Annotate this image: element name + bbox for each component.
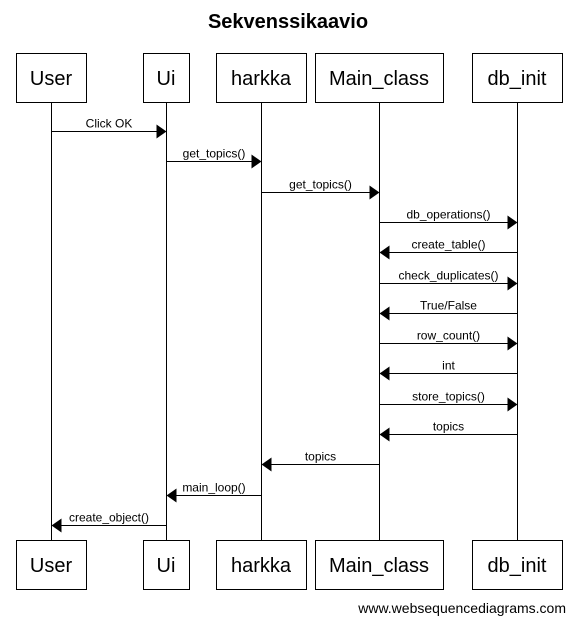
participant-box — [315, 53, 444, 103]
participant-box — [216, 540, 307, 590]
participant-label: Ui — [157, 68, 176, 90]
participant-label: Ui — [157, 555, 176, 577]
participant-main_class-top: Main_class — [315, 53, 444, 103]
message-arrowhead — [369, 185, 380, 200]
message-label: topics — [433, 420, 464, 434]
message-label: True/False — [420, 299, 477, 313]
message-label: row_count() — [417, 329, 480, 343]
diagram-title: Sekvenssikaavio — [208, 11, 368, 33]
participant-box — [16, 53, 87, 103]
message: row_count() — [379, 329, 518, 351]
message-label: create_table() — [411, 238, 485, 252]
message: int — [379, 359, 518, 381]
participant-label: Main_class — [329, 555, 429, 577]
participant-label: db_init — [488, 555, 547, 577]
participant-box — [472, 540, 563, 590]
participant-label: harkka — [231, 68, 292, 90]
participant-ui-top: Ui — [143, 53, 190, 103]
message-arrowhead — [507, 276, 518, 291]
participant-main_class-bottom: Main_class — [315, 540, 444, 590]
message-label: store_topics() — [412, 390, 485, 404]
participants: UserUserUiUiharkkaharkkaMain_classMain_c… — [16, 53, 563, 590]
message-arrowhead — [261, 457, 272, 472]
message-label: get_topics() — [183, 147, 246, 161]
participant-harkka-bottom: harkka — [216, 540, 307, 590]
participant-box — [16, 540, 87, 590]
message-label: int — [442, 359, 455, 373]
message: db_operations() — [379, 208, 518, 230]
message-arrowhead — [156, 124, 167, 139]
participant-label: Main_class — [329, 68, 429, 90]
participant-label: harkka — [231, 555, 292, 577]
message-arrowhead — [251, 154, 262, 169]
message-arrowhead — [166, 488, 177, 503]
footer-watermark: www.websequencediagrams.com — [357, 600, 566, 616]
participant-db_init-top: db_init — [472, 53, 563, 103]
message-arrowhead — [507, 397, 518, 412]
message: main_loop() — [166, 481, 262, 503]
message-label: create_object() — [69, 511, 149, 525]
participant-box — [472, 53, 563, 103]
participant-harkka-top: harkka — [216, 53, 307, 103]
message: True/False — [379, 299, 518, 321]
message-arrowhead — [379, 245, 390, 260]
message-label: check_duplicates() — [398, 269, 498, 283]
message: Click OK — [51, 117, 167, 139]
message-arrowhead — [379, 366, 390, 381]
message-label: topics — [305, 450, 336, 464]
message: topics — [379, 420, 518, 442]
message-arrowhead — [507, 336, 518, 351]
participant-label: User — [30, 68, 73, 90]
message: get_topics() — [166, 147, 262, 169]
message: topics — [261, 450, 380, 472]
message-arrowhead — [379, 427, 390, 442]
participant-ui-bottom: Ui — [143, 540, 190, 590]
participant-user-bottom: User — [16, 540, 87, 590]
message-label: main_loop() — [182, 481, 245, 495]
message: create_table() — [379, 238, 518, 260]
message-arrowhead — [507, 215, 518, 230]
messages: Click OK get_topics() get_topics() db_opera… — [51, 117, 518, 533]
participant-box — [143, 540, 190, 590]
participant-box — [143, 53, 190, 103]
message-arrowhead — [379, 306, 390, 321]
participant-box — [315, 540, 444, 590]
lifelines — [51, 102, 518, 540]
message: get_topics() — [261, 178, 380, 200]
message: create_object() — [51, 511, 167, 533]
participant-label: db_init — [488, 68, 547, 90]
message-label: get_topics() — [289, 178, 352, 192]
message: store_topics() — [379, 390, 518, 412]
message-arrowhead — [51, 518, 62, 533]
message-label: db_operations() — [406, 208, 490, 222]
participant-box — [216, 53, 307, 103]
participant-user-top: User — [16, 53, 87, 103]
message: check_duplicates() — [379, 269, 518, 291]
participant-label: User — [30, 555, 73, 577]
participant-db_init-bottom: db_init — [472, 540, 563, 590]
message-label: Click OK — [86, 117, 133, 131]
